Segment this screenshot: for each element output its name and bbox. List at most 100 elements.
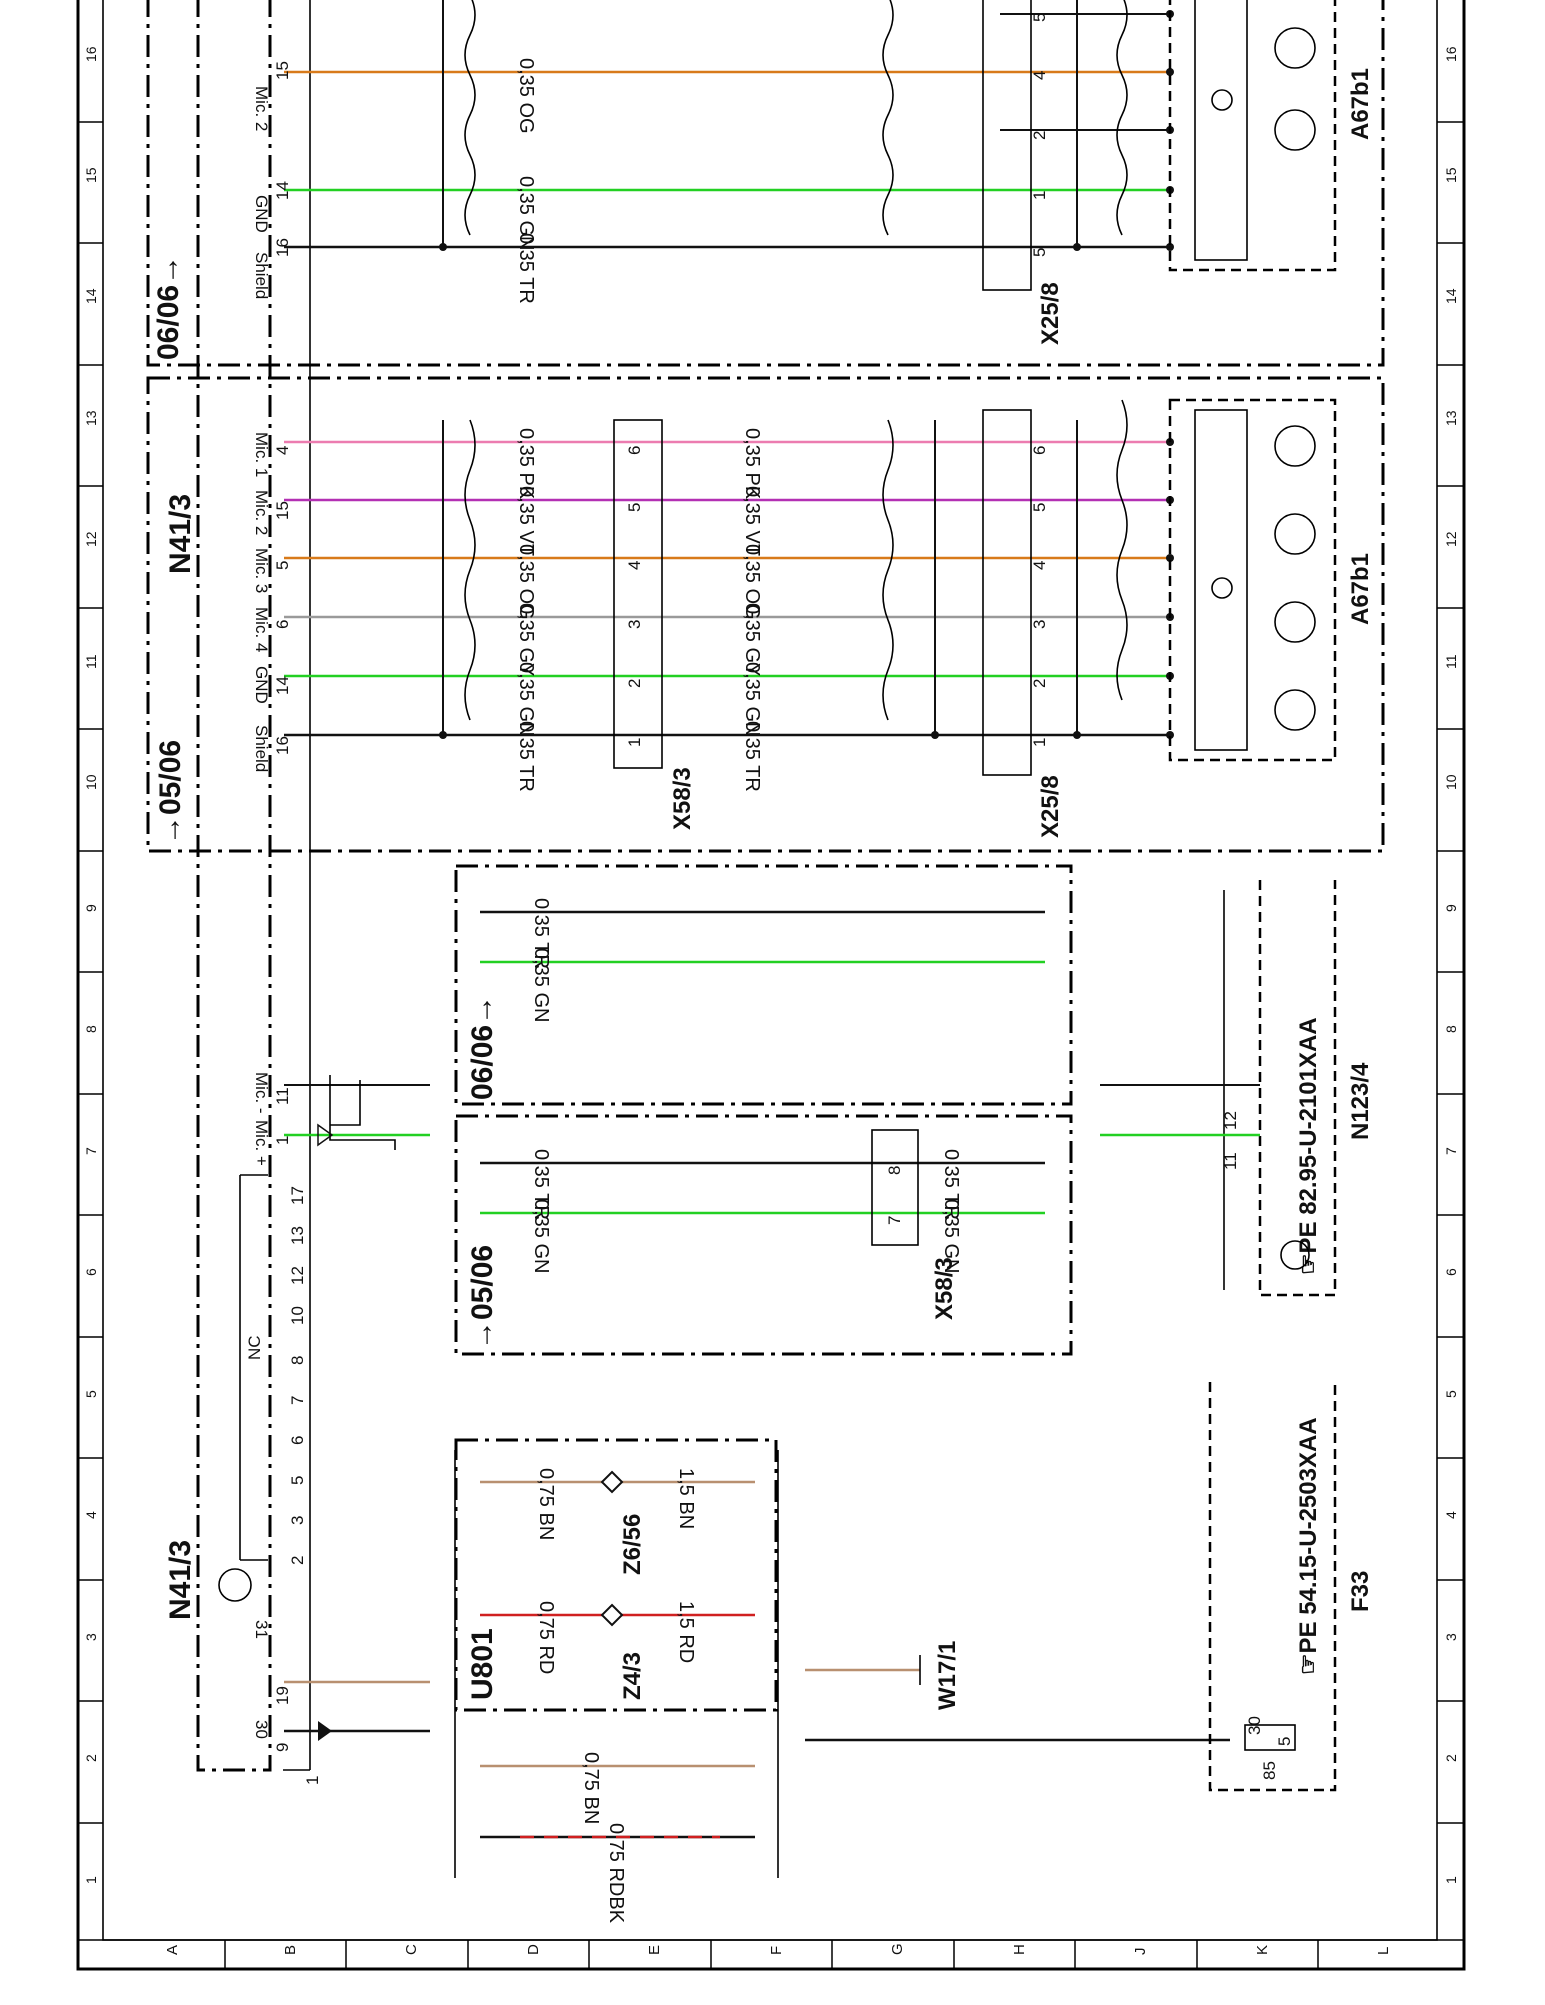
x25-8-label-mid: X25/8 <box>1037 775 1064 838</box>
wire-label: 0,75 RDBK <box>605 1823 627 1924</box>
row-num: 9 <box>1443 904 1459 912</box>
wire-label: 0,35 OG <box>515 58 537 134</box>
pin-number: 14 <box>273 676 292 695</box>
variant-label-harness-top: 06/06→ <box>466 995 499 1100</box>
splice-icon <box>600 1470 624 1494</box>
row-num: 1 <box>83 1876 99 1884</box>
row-num: 7 <box>1443 1147 1459 1155</box>
pin-number: 8 <box>288 1356 307 1365</box>
w17-1-label: W17/1 <box>934 1641 961 1710</box>
wire-label: 0,35 PK <box>741 428 763 500</box>
row-num: 16 <box>83 46 99 62</box>
col-letter: B <box>282 1945 299 1955</box>
pin-number: 4 <box>273 446 292 455</box>
pin-number: 6 <box>625 446 644 455</box>
wire-label: 0,75 BN <box>535 1468 557 1540</box>
pin-number: 1 <box>1030 191 1049 200</box>
row-num: 1 <box>1443 1876 1459 1884</box>
row-num: 10 <box>83 774 99 790</box>
n123-4-pe-ref: ☞PE 82.95-U-2101XAA <box>1295 1017 1322 1275</box>
pin-number: 85 <box>1260 1761 1279 1780</box>
pin-number: 5 <box>1030 13 1049 22</box>
row-num: 16 <box>1443 46 1459 62</box>
pin-number: 3 <box>1030 620 1049 629</box>
pin-number: 7 <box>885 1216 904 1225</box>
pin-number: 30 <box>1245 1716 1264 1735</box>
row-num: 15 <box>1443 167 1459 183</box>
row-num: 14 <box>83 288 99 304</box>
microphone-icon <box>1274 601 1316 643</box>
pin-number: 3 <box>288 1516 307 1525</box>
pin-number: 12 <box>1221 1111 1240 1130</box>
section-0506-harness <box>454 1114 1073 1356</box>
pin-label: Mic. - <box>252 1072 271 1114</box>
column-letters: A B C D E F G H J K L <box>164 1943 1392 1955</box>
pin-number: 8 <box>885 1166 904 1175</box>
col-letter: K <box>1254 1945 1271 1955</box>
wire-label: 0,75 BN <box>580 1752 602 1824</box>
pin-number: 15 <box>273 61 292 80</box>
f33-label: F33 <box>1347 1571 1374 1612</box>
wires-top <box>284 0 1174 291</box>
pin-label: Mic. 2 <box>252 490 271 535</box>
row-ruler <box>78 121 1464 1824</box>
row-num: 3 <box>83 1633 99 1641</box>
pin-number: 5 <box>288 1476 307 1485</box>
section-0606-top <box>146 0 1385 367</box>
col-letter: H <box>1011 1944 1028 1955</box>
a67b1-label-mid: A67b1 <box>1347 553 1374 625</box>
microphone-icon <box>1274 27 1316 69</box>
variant-label-top: 06/06→ <box>152 255 185 360</box>
wire-label: 0,35 GN <box>530 948 552 1022</box>
outer-frame <box>76 0 1466 1971</box>
microphone-icon <box>1274 425 1316 467</box>
pin-label: Mic. 2 <box>252 86 271 131</box>
wire-label: 0,35 TR <box>741 721 763 792</box>
col-letter: L <box>1375 1947 1392 1955</box>
nc-label: NC <box>245 1335 264 1360</box>
pin-number: 1 <box>273 1136 292 1145</box>
wire-label: 0,35 GN <box>515 662 537 736</box>
wires-mid <box>284 399 1174 776</box>
wire-label: 0,35 GN <box>530 1199 552 1273</box>
pin-number: 11 <box>273 1087 292 1105</box>
pin-label: GND <box>252 666 271 704</box>
n123-4-box <box>1258 880 1337 1297</box>
microphone-icon <box>1274 109 1316 151</box>
row-num: 8 <box>83 1025 99 1033</box>
pin-number: 4 <box>1030 561 1049 570</box>
wire-label: 0,35 OG <box>515 544 537 620</box>
row-num: 9 <box>83 904 99 912</box>
col-letter: E <box>646 1945 663 1955</box>
n41-3-label-mid: N41/3 <box>164 494 197 574</box>
microphone-icon <box>1274 689 1316 731</box>
row-num: 12 <box>83 531 99 547</box>
u801-box <box>454 1438 778 1712</box>
transistor-icon <box>1211 89 1233 111</box>
wire-label: 0,35 VT <box>515 486 537 556</box>
pin-number: 6 <box>288 1436 307 1445</box>
wire-label: 0,35 GN <box>515 176 537 250</box>
a67b1-top-box <box>1168 0 1337 272</box>
wire-label: 0,35 PK <box>515 428 537 500</box>
wire-label: 0,35 VT <box>741 486 763 556</box>
u801-label: U801 <box>466 1628 499 1700</box>
pin-number: 7 <box>288 1396 307 1405</box>
pin-number: 16 <box>273 736 292 755</box>
pin-number: 11 <box>1221 1152 1240 1170</box>
pin-label: Shield <box>252 725 271 772</box>
a67b1-mid-box <box>1168 398 1337 762</box>
col-letter: F <box>768 1946 785 1955</box>
pin-number: 19 <box>273 1686 292 1705</box>
wire-label: 0,35 TR <box>530 1149 552 1220</box>
row-num: 11 <box>83 654 99 669</box>
row-num: 5 <box>83 1390 99 1398</box>
row-num: 5 <box>1443 1390 1459 1398</box>
pin-label: 31 <box>252 1620 271 1639</box>
x58-3-lower-connector <box>871 1129 919 1246</box>
row-num: 15 <box>83 167 99 183</box>
pin-number: 1 <box>303 1776 322 1785</box>
row-num: 8 <box>1443 1025 1459 1033</box>
pin-number: 3 <box>625 620 644 629</box>
